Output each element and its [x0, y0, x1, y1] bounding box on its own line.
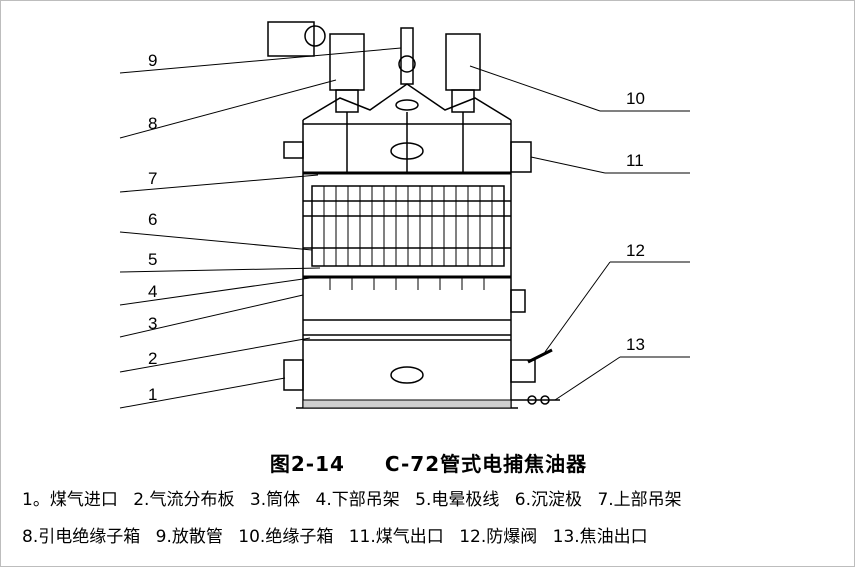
leader-3 [119, 294, 304, 338]
legend-item: 7.上部吊架 [597, 490, 682, 510]
figure-caption: 图2-14 C-72管式电捕焦油器 [0, 448, 857, 477]
insulator-box [445, 33, 481, 91]
figure-title: C-72管式电捕焦油器 [384, 452, 588, 476]
legend-item: 2.气流分布板 [133, 490, 235, 510]
lower-manhole [390, 366, 424, 384]
callout-4: 4 [148, 282, 157, 301]
legend-item: 3.筒体 [249, 490, 301, 510]
leader-7 [119, 174, 319, 193]
callout-2: 2 [148, 349, 157, 368]
legend-item: 1。煤气进口 [22, 490, 118, 510]
leader-4 [119, 277, 311, 306]
callout-8: 8 [148, 114, 157, 133]
leader-5 [119, 267, 321, 273]
leader-2 [119, 337, 311, 373]
callout-11: 11 [626, 151, 644, 170]
callout-3: 3 [148, 314, 157, 333]
lead-insulator-box [329, 33, 365, 91]
leader-8 [119, 79, 337, 139]
callout-12: 12 [626, 241, 645, 260]
callout-10: 10 [626, 89, 645, 108]
explosion-vent [510, 359, 536, 383]
legend-line-1: 1。煤气进口 2.气流分布板 3.筒体 4.下部吊架 5.电晕极线 6.沉淀极 … [22, 485, 692, 510]
legend-item: 12.防爆阀 [459, 527, 538, 547]
precipitator-diagram: 9 8 7 6 5 4 3 2 1 10 11 12 13 [119, 21, 690, 409]
legend-item: 10.绝缘子箱 [238, 527, 334, 547]
legend-item: 4.下部吊架 [315, 490, 400, 510]
leader-1 [119, 377, 286, 409]
figure-number: 图2-14 [269, 452, 345, 476]
legend-item: 6.沉淀极 [514, 490, 583, 510]
legend-item: 9.放散管 [155, 527, 223, 547]
legend-line-2: 8.引电绝缘子箱 9.放散管 10.绝缘子箱 11.煤气出口 12.防爆阀 13… [22, 522, 658, 547]
gas-outlet [510, 141, 532, 173]
legend-item: 11.煤气出口 [348, 527, 444, 547]
roof-manhole [395, 99, 419, 111]
gas-inlet [283, 359, 304, 391]
legend-item: 13.焦油出口 [552, 527, 648, 547]
callout-6: 6 [148, 210, 157, 229]
vent-pipe [400, 27, 414, 85]
leader-6 [119, 231, 313, 251]
callout-1: 1 [148, 385, 157, 404]
legend-item: 8.引电绝缘子箱 [22, 527, 141, 547]
leader-9 [119, 47, 402, 74]
callout-13: 13 [626, 335, 645, 354]
legend-item: 5.电晕极线 [415, 490, 500, 510]
callout-7: 7 [148, 169, 157, 188]
callout-9: 9 [148, 51, 157, 70]
callout-5: 5 [148, 250, 157, 269]
